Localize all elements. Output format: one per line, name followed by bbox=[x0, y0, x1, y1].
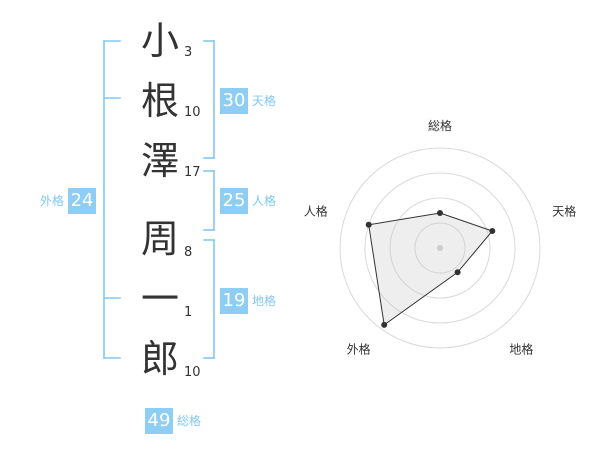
radar-ring-4 bbox=[339, 147, 541, 349]
radar-point-1 bbox=[437, 210, 443, 216]
surname-char-3-strokes: 17 bbox=[184, 165, 201, 180]
radar-axis-label-5: 人格 bbox=[304, 204, 328, 219]
chikaku-label: 地格 bbox=[252, 294, 277, 308]
radar-axis-label-4: 外格 bbox=[347, 342, 371, 357]
surname-char-1: 小 bbox=[140, 19, 179, 63]
given-char-3-strokes: 10 bbox=[184, 365, 201, 380]
radar-axis-label-1: 総格 bbox=[428, 118, 452, 133]
radar-point-2 bbox=[489, 228, 496, 234]
given-char-3: 郎 bbox=[140, 337, 179, 381]
gaikaku-badge: 外格 24 bbox=[40, 188, 97, 214]
radar-point-3 bbox=[454, 269, 461, 276]
given-char-2-strokes: 1 bbox=[184, 305, 193, 320]
radar-area bbox=[368, 212, 494, 326]
radar-axis-label-3: 地格 bbox=[509, 342, 533, 357]
given-char-1: 周 bbox=[140, 217, 179, 261]
jinkaku-value: 25 bbox=[220, 188, 248, 214]
surname-char-2-strokes: 10 bbox=[184, 105, 201, 120]
tenkaku-badge: 30 天格 bbox=[220, 88, 276, 114]
chikaku-bracket bbox=[203, 239, 215, 359]
gaikaku-value: 24 bbox=[68, 188, 97, 214]
gaikaku-label: 外格 bbox=[40, 194, 65, 208]
jinkaku-bracket bbox=[203, 170, 215, 231]
surname-char-1-strokes: 3 bbox=[184, 45, 193, 60]
radar-point-4 bbox=[381, 321, 388, 328]
gaikaku-bracket bbox=[103, 40, 121, 359]
radar-center bbox=[437, 245, 443, 251]
radar-axis-label-2: 天格 bbox=[552, 204, 576, 219]
tenkaku-value: 30 bbox=[220, 88, 248, 114]
chikaku-value: 19 bbox=[220, 288, 248, 314]
surname-char-3: 澤 bbox=[140, 139, 179, 183]
radar-ring-2 bbox=[389, 197, 491, 299]
given-char-2: 一 bbox=[140, 277, 179, 321]
jinkaku-badge: 25 人格 bbox=[220, 188, 276, 214]
radar-ring-3 bbox=[364, 172, 516, 324]
surname-char-2: 根 bbox=[140, 79, 179, 123]
soukaku-label: 総格 bbox=[177, 414, 202, 428]
radar-point-5 bbox=[365, 221, 372, 228]
chikaku-badge: 19 地格 bbox=[220, 288, 276, 314]
radar-ring-1 bbox=[414, 222, 466, 274]
soukaku-value: 49 bbox=[145, 408, 173, 434]
soukaku-badge: 49 総格 bbox=[145, 408, 201, 434]
jinkaku-label: 人格 bbox=[252, 194, 277, 208]
given-char-1-strokes: 8 bbox=[184, 245, 193, 260]
tenkaku-label: 天格 bbox=[252, 94, 277, 108]
tenkaku-bracket bbox=[203, 40, 215, 159]
